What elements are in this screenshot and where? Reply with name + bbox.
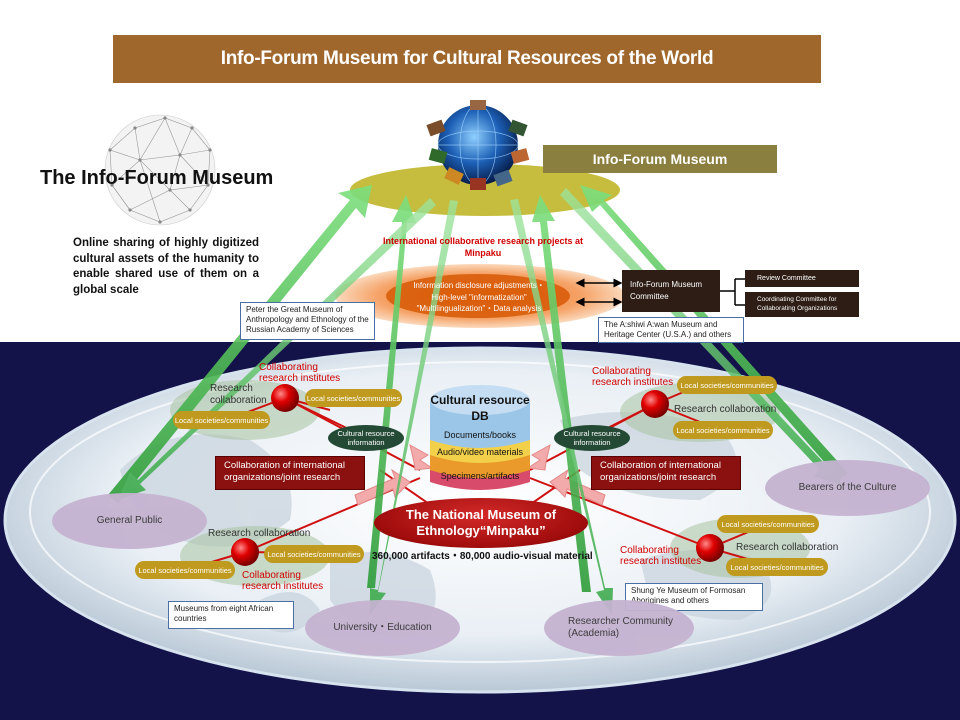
db-title: Cultural resource DB bbox=[430, 393, 530, 424]
cultural-info-left: Cultural resource information bbox=[328, 425, 404, 451]
arrow-university-down bbox=[370, 200, 458, 615]
arrow-researcher-down bbox=[510, 199, 613, 615]
collab-institutes-se: Collaborating research institutes bbox=[620, 545, 702, 567]
db-layer-audio-video: Audio/video materials bbox=[436, 447, 524, 457]
audience-university: University・Education bbox=[305, 600, 460, 656]
local-pill-6: Local societies/communities bbox=[135, 561, 235, 579]
collab-box-right: Collaboration of international organizat… bbox=[591, 456, 741, 490]
research-collab-se: Research collaboration bbox=[736, 542, 839, 553]
partner-african-museums: Museums from eight African countries bbox=[168, 601, 294, 629]
local-pill-2: Local societies/communities bbox=[173, 411, 270, 429]
sphere-se bbox=[696, 534, 724, 562]
local-pill-7: Local societies/communities bbox=[717, 515, 819, 533]
page-title: Info-Forum Museum for Cultural Resources… bbox=[113, 35, 821, 83]
sphere-nw bbox=[271, 384, 299, 412]
collab-institutes-nw: Collaborating research institutes bbox=[259, 362, 341, 384]
database-cylinder bbox=[430, 385, 530, 490]
info-disclosure-text: Information disclosure adjustments・ High… bbox=[413, 281, 545, 314]
collab-institutes-ne: Collaborating research institutes bbox=[592, 366, 674, 388]
audience-researcher: Researcher Community (Academia) bbox=[544, 600, 694, 656]
research-collab-sw: Research collaboration bbox=[208, 528, 311, 539]
local-pill-8: Local societies/communities bbox=[726, 558, 828, 576]
heading: The Info-Forum Museum bbox=[40, 167, 274, 189]
collection-stats: 360,000 artifacts・80,000 audio-visual ma… bbox=[372, 551, 593, 562]
db-layer-specimens: Specimens/artifacts bbox=[440, 471, 520, 481]
sphere-sw bbox=[231, 538, 259, 566]
intl-projects-label: International collaborative research pro… bbox=[382, 236, 584, 258]
sphere-ne bbox=[641, 390, 669, 418]
research-collab-nw: Research collaboration bbox=[210, 383, 267, 406]
cultural-info-right: Cultural resource information bbox=[554, 425, 630, 451]
local-pill-4: Local societies/communities bbox=[673, 421, 773, 439]
partner-peter-the-great: Peter the Great Museum of Anthropology a… bbox=[240, 302, 375, 340]
local-pill-5: Local societies/communities bbox=[264, 545, 364, 563]
collab-box-left: Collaboration of international organizat… bbox=[215, 456, 365, 490]
collab-institutes-sw: Collaborating research institutes bbox=[242, 570, 324, 592]
audience-general-public: General Public bbox=[52, 493, 207, 549]
review-committee-box: Review Committee bbox=[745, 270, 859, 287]
db-layer-documents: Documents/books bbox=[443, 430, 517, 440]
info-forum-badge: Info-Forum Museum bbox=[543, 145, 777, 173]
globe-icon bbox=[426, 100, 530, 190]
minpaku-ellipse: The National Museum of Ethnology“Minpaku… bbox=[374, 498, 588, 548]
geodesic-sphere-icon bbox=[104, 114, 216, 226]
committee-connectors bbox=[575, 278, 745, 307]
local-pill-1: Local societies/communities bbox=[305, 389, 402, 407]
description: Online sharing of highly digitized cultu… bbox=[73, 237, 259, 296]
local-pill-3: Local societies/communities bbox=[677, 376, 777, 394]
committee-box: Info-Forum Museum Committee bbox=[622, 270, 720, 312]
audience-bearers: Bearers of the Culture bbox=[765, 460, 930, 516]
coordinating-committee-box: Coordinating Committee for Collaborating… bbox=[745, 292, 859, 317]
photo-ring-decoration bbox=[426, 100, 530, 190]
research-collab-ne: Research collaboration bbox=[674, 404, 777, 415]
partner-ashiwi: The A:shiwi A:wan Museum and Heritage Ce… bbox=[598, 317, 744, 343]
